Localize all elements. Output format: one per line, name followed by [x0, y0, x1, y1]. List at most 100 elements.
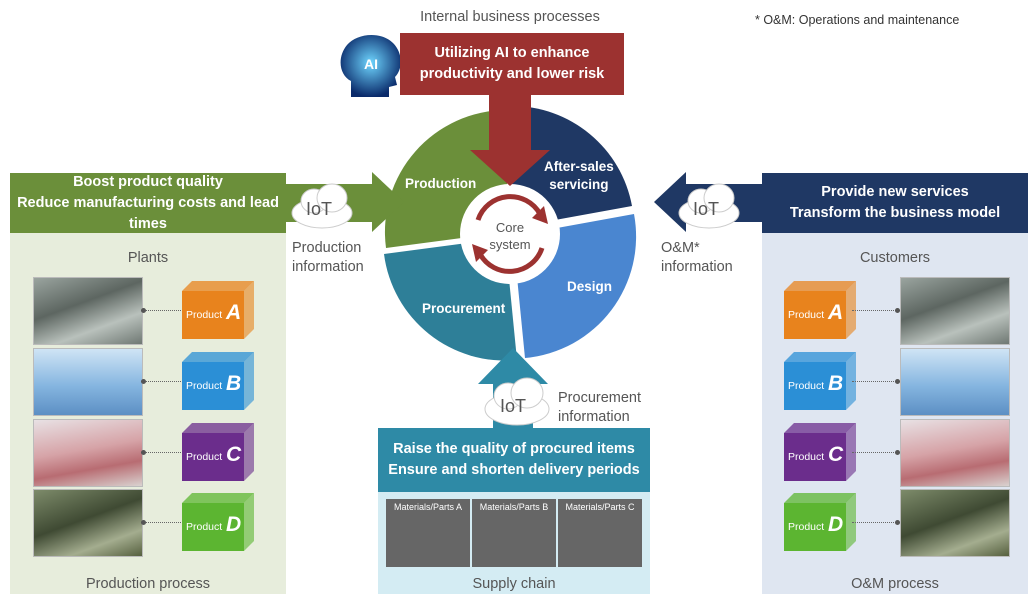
production-info-line1: Production: [292, 240, 362, 256]
cube-shape: [784, 281, 856, 339]
product-label: Product: [788, 451, 825, 463]
connector-line: [141, 381, 183, 382]
procurement-info-line1: Procurement: [558, 390, 642, 406]
product-letter: C: [226, 443, 242, 466]
production-process-label: Production process: [85, 576, 211, 592]
iot-label-bottom: IoT: [500, 396, 527, 416]
iot-cloud-bottom: [484, 377, 550, 426]
connector-line: [852, 310, 900, 311]
customer-photo: [900, 419, 1010, 487]
customers-banner-line1: Provide new services: [821, 184, 969, 200]
segment-procurement-label: Procurement: [422, 301, 506, 316]
plants-banner: Boost product quality Reduce manufacturi…: [10, 173, 286, 233]
segment-production-label: Production: [405, 176, 477, 191]
footnote: * O&M: Operations and maintenance: [755, 13, 960, 27]
segment-aftersales-line1: After-sales: [544, 159, 614, 174]
ai-banner: Utilizing AI to enhance productivity and…: [400, 33, 624, 95]
connector-dot: [141, 308, 146, 313]
product-label: Product: [788, 380, 825, 392]
material-box-c: Materials/Parts C: [558, 499, 642, 567]
cube-shape: [784, 352, 856, 410]
customer-photo: [900, 489, 1010, 557]
ai-banner-line1: Utilizing AI to enhance: [434, 45, 590, 61]
om-information-label: O&M* information: [661, 239, 733, 277]
plant-photo: [33, 277, 143, 345]
iot-label-left: IoT: [306, 199, 333, 219]
product-label: Product: [788, 309, 825, 321]
plant-photo: [33, 489, 143, 557]
production-information-label: Production information: [292, 239, 364, 277]
connector-line: [852, 452, 900, 453]
product-letter: A: [828, 301, 844, 324]
supply-banner-line1: Raise the quality of procured items: [393, 441, 635, 457]
plants-banner-line2: Reduce manufacturing costs and lead time…: [17, 194, 279, 232]
iot-label-right: IoT: [693, 199, 720, 219]
connector-dot: [141, 379, 146, 384]
core-system-label: Core system: [485, 219, 535, 253]
connector-line: [852, 522, 900, 523]
customers-banner-line2: Transform the business model: [789, 205, 1001, 221]
product-letter: D: [828, 513, 844, 536]
cube-shape: [784, 423, 856, 481]
connector-line: [141, 522, 183, 523]
procurement-info-line2: information: [558, 409, 630, 425]
connector-line: [141, 452, 183, 453]
product-letter: C: [828, 443, 844, 466]
om-info-line2: information: [661, 259, 733, 275]
product-label: Product: [186, 380, 223, 392]
segment-aftersales-label: After-sales servicing: [544, 158, 614, 194]
material-box-b: Materials/Parts B: [472, 499, 556, 567]
connector-line: [141, 310, 183, 311]
cube-shape: [182, 493, 254, 551]
product-letter: A: [226, 301, 242, 324]
cube-shape: [182, 281, 254, 339]
om-info-line1: O&M*: [661, 240, 700, 256]
connector-dot: [141, 450, 146, 455]
cube-shape: [182, 423, 254, 481]
material-label-c: Materials/Parts C: [565, 502, 635, 512]
product-letter: B: [226, 372, 242, 395]
cube-shape: [182, 352, 254, 410]
plants-banner-line1: Boost product quality: [73, 173, 223, 190]
core-line2: system: [489, 237, 531, 252]
supply-banner: Raise the quality of procured items Ensu…: [378, 428, 650, 492]
customers-banner: Provide new services Transform the busin…: [762, 173, 1028, 233]
connector-dot: [895, 450, 900, 455]
customer-photo: [900, 348, 1010, 416]
ai-head-icon: AI: [340, 34, 401, 97]
plant-photo: [33, 348, 143, 416]
product-label: Product: [186, 451, 223, 463]
material-label-a: Materials/Parts A: [393, 502, 463, 512]
connector-dot: [895, 308, 900, 313]
connector-dot: [895, 520, 900, 525]
cube-shape: [784, 493, 856, 551]
plant-photo: [33, 419, 143, 487]
production-info-line2: information: [292, 259, 364, 275]
connector-line: [852, 381, 900, 382]
core-line1: Core: [495, 220, 525, 235]
connector-dot: [895, 379, 900, 384]
material-label-b: Materials/Parts B: [479, 502, 549, 512]
iot-cloud-left: [291, 183, 353, 229]
material-box-a: Materials/Parts A: [386, 499, 470, 567]
connector-dot: [141, 520, 146, 525]
segment-design-label: Design: [567, 279, 613, 294]
plants-title: Plants: [127, 250, 169, 266]
product-letter: B: [828, 372, 844, 395]
product-letter: D: [226, 513, 242, 536]
supply-chain-label: Supply chain: [472, 576, 556, 592]
supply-banner-line2: Ensure and shorten delivery periods: [388, 462, 640, 478]
product-label: Product: [788, 521, 825, 533]
customer-photo: [900, 277, 1010, 345]
iot-cloud-right: [678, 183, 740, 229]
segment-aftersales-line2: servicing: [549, 177, 609, 192]
product-label: Product: [186, 309, 223, 321]
